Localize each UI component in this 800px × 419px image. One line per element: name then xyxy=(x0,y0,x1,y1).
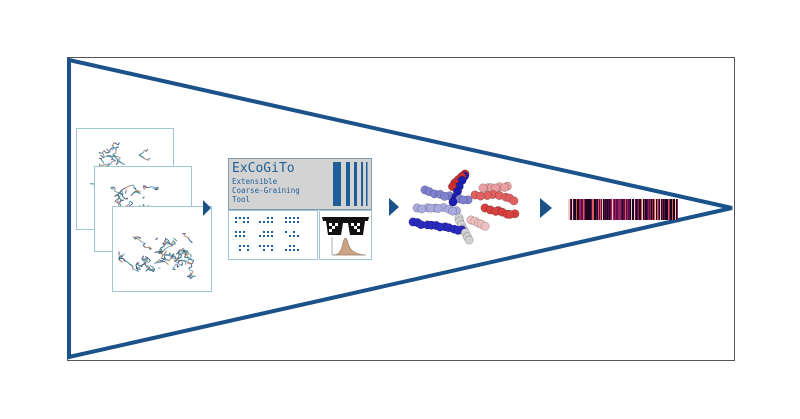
pennant-triangle xyxy=(67,57,733,360)
bar-pattern-icon xyxy=(333,162,368,206)
glasses-icon xyxy=(322,217,369,235)
distribution-plot-icon xyxy=(331,237,366,256)
analysis-panel xyxy=(319,210,372,260)
excogito-subtitle-line2: Coarse-Graining xyxy=(232,186,300,195)
dot-matrix-icon xyxy=(235,217,299,251)
dot-matrix-panel xyxy=(228,210,318,260)
protein-snapshot-3 xyxy=(112,206,212,292)
excogito-subtitle-line1: Extensible xyxy=(232,177,278,186)
protein-snapshot-icon xyxy=(118,233,196,280)
coarse-grained-model-icon xyxy=(408,169,520,245)
fingerprint-strip-icon xyxy=(568,199,678,220)
excogito-title: ExCoGiTo xyxy=(232,161,295,176)
excogito-title-box: ExCoGiTo Extensible Coarse-Graining Tool xyxy=(228,158,372,210)
excogito-subtitle-line3: Tool xyxy=(232,195,251,204)
